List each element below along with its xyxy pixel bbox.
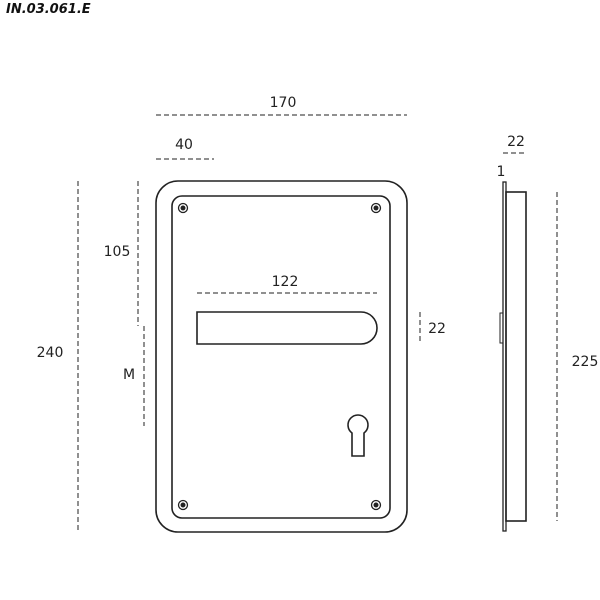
plate-outer-outline [155, 180, 408, 533]
dim-height-outer: 240 [37, 345, 64, 361]
dim-side-height: 225 [572, 354, 599, 370]
dim-side-lip: 1 [497, 164, 506, 180]
dim-plate-width: 170 [270, 95, 297, 111]
screw-bottom-right [370, 499, 382, 511]
keyhole [347, 414, 369, 457]
dim-handle-thickness: 22 [428, 321, 446, 337]
product-code: IN.03.061.E [6, 2, 91, 17]
screw-bottom-left [177, 499, 189, 511]
screw-top-right [370, 202, 382, 214]
side-view-body [505, 191, 527, 522]
dim-handle-length: 122 [272, 274, 299, 290]
plate-inner-outline [171, 195, 391, 519]
screw-top-left [177, 202, 189, 214]
dim-side-depth: 22 [507, 134, 525, 150]
dim-handle-offset: 40 [175, 137, 193, 153]
dim-handle-height-pos: 105 [104, 244, 131, 260]
handle-recess [196, 311, 378, 345]
side-view-handle-stub [499, 312, 504, 344]
dim-spacing-m: M [123, 367, 135, 383]
